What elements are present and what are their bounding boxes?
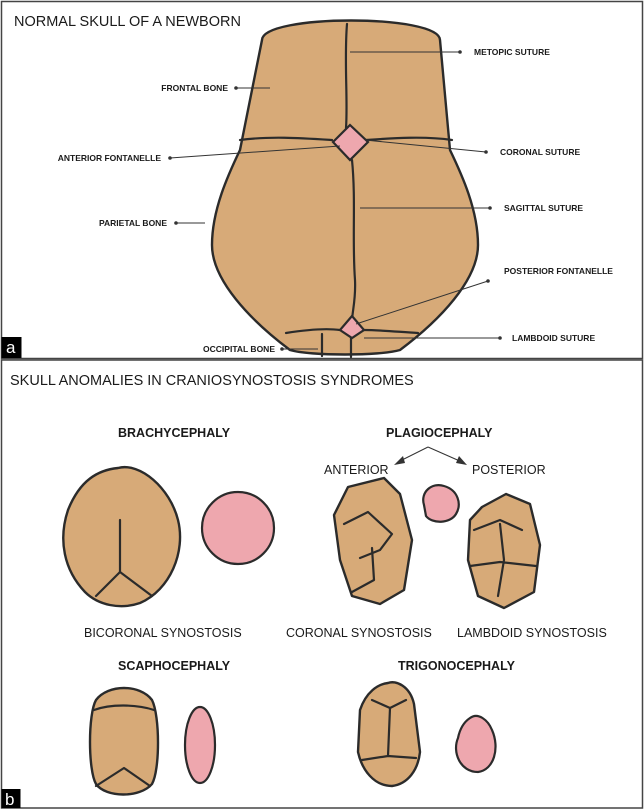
heading-plagiocephaly: PLAGIOCEPHALY	[386, 426, 493, 440]
label-sagittal-suture: SAGITTAL SUTURE	[504, 203, 583, 213]
trigonocephaly-skull	[358, 682, 420, 786]
label-lambdoid-suture: LAMBDOID SUTURE	[512, 333, 595, 343]
panel-b-tag: b	[5, 790, 14, 809]
label-anterior-fontanelle: ANTERIOR FONTANELLE	[58, 153, 162, 163]
label-anterior: ANTERIOR	[324, 463, 389, 477]
posterior-plagiocephaly-skull	[468, 494, 540, 608]
heading-scaphocephaly: SCAPHOCEPHALY	[118, 659, 231, 673]
label-posterior: POSTERIOR	[472, 463, 546, 477]
panel-a-tag: a	[6, 338, 16, 357]
label-coronal-suture: CORONAL SUTURE	[500, 147, 580, 157]
leader-dot-frontal	[234, 86, 238, 90]
panel-b-title: SKULL ANOMALIES IN CRANIOSYNOSTOSIS SYND…	[10, 373, 414, 389]
leader-dot-sagittal	[488, 206, 492, 210]
caption-coronal-synostosis: CORONAL SYNOSTOSIS	[286, 626, 432, 640]
metopic-suture-line	[346, 24, 347, 128]
label-frontal-bone: FRONTAL BONE	[161, 83, 228, 93]
scaphocephaly-skull	[90, 688, 158, 795]
caption-bicoronal-synostosis: BICORONAL SYNOSTOSIS	[84, 626, 242, 640]
label-metopic-suture: METOPIC SUTURE	[474, 47, 550, 57]
brachy-skull-outline	[63, 467, 180, 606]
scapho-outline	[90, 688, 158, 795]
leader-dot-posterior-fontanelle	[486, 279, 490, 283]
leader-dot-lambdoid	[498, 336, 502, 340]
leader-dot-occipital	[280, 347, 284, 351]
leader-dot-parietal	[174, 221, 178, 225]
label-parietal-bone: PARIETAL BONE	[99, 218, 167, 228]
heading-trigonocephaly: TRIGONOCEPHALY	[398, 659, 516, 673]
caption-lambdoid-synostosis: LAMBDOID SYNOSTOSIS	[457, 626, 607, 640]
brachycephaly-skull	[63, 467, 180, 606]
leader-dot-metopic	[458, 50, 462, 54]
scapho-profile-shape	[185, 707, 215, 783]
panel-b: SKULL ANOMALIES IN CRANIOSYNOSTOSIS SYND…	[2, 360, 643, 809]
label-occipital-bone: OCCIPITAL BONE	[203, 344, 275, 354]
label-posterior-fontanelle: POSTERIOR FONTANELLE	[504, 266, 613, 276]
panel-a-title: NORMAL SKULL OF A NEWBORN	[14, 14, 241, 30]
brachy-profile-shape	[202, 492, 274, 564]
panel-a: NORMAL SKULL OF A NEWBORN	[2, 2, 643, 359]
leader-dot-coronal	[484, 150, 488, 154]
leader-dot-anterior-fontanelle	[168, 156, 172, 160]
plagio-profile-shape	[423, 485, 458, 522]
heading-brachycephaly: BRACHYCEPHALY	[118, 426, 231, 440]
